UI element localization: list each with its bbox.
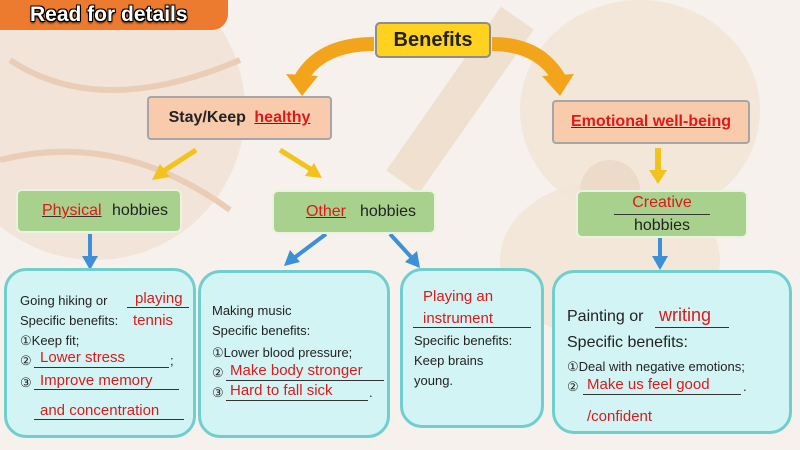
creative-item1: ①Deal with negative emotions; (567, 359, 745, 374)
arrow-to-other (278, 147, 314, 173)
creative-hobbies-card: Painting or writing Specific benefits: ①… (552, 270, 792, 434)
physical-answer-playing: playing (135, 290, 183, 307)
creative-hobbies-answer: Creative (614, 192, 710, 215)
physical-item3-marker: ③ (20, 375, 32, 390)
physical-answer-tennis: tennis (133, 312, 174, 329)
music-item3-end: . (369, 385, 373, 400)
making-music-card: Making music Specific benefits: ①Lower b… (198, 270, 390, 438)
music-item3-answer: Hard to fall sick (230, 382, 333, 399)
emotional-wellbeing-box: Emotional well-being (552, 100, 750, 144)
instrument-line4: young. (414, 373, 454, 388)
stay-keep-answer: healthy (254, 109, 311, 126)
instrument-line2: Specific benefits: (414, 333, 513, 348)
creative-hobbies-suffix: hobbies (633, 216, 691, 234)
playing-instrument-card: Playing an instrument Specific benefits:… (400, 268, 544, 428)
instrument-answer-line2: instrument (423, 310, 494, 327)
physical-item3-answer: Improve memory (40, 372, 153, 389)
physical-line2: Specific benefits: (20, 313, 119, 328)
physical-item2-marker: ② (20, 353, 32, 368)
music-item2-marker: ② (212, 365, 224, 380)
stay-keep-box: Stay/Keep healthy (147, 96, 332, 140)
physical-item2-end: ; (170, 353, 174, 368)
music-line2: Specific benefits: (212, 323, 311, 338)
instrument-answer-line1: Playing an (423, 288, 494, 305)
physical-hobbies-card: Going hiking or playing Specific benefit… (4, 268, 196, 438)
other-hobbies-answer: Other (305, 203, 346, 220)
creative-item2-cont: /confident (587, 408, 653, 425)
arrow-to-card-instrument (388, 232, 414, 260)
physical-hobbies-suffix: hobbies (107, 202, 169, 219)
creative-item2-marker: ② (567, 379, 579, 394)
creative-line1: Painting or (567, 308, 644, 325)
arrow-to-card-music (292, 232, 328, 260)
creative-hobbies-box: Creative hobbies (576, 190, 748, 238)
curved-arrow-right (491, 37, 567, 84)
other-hobbies-box: Other hobbies (272, 190, 436, 234)
benefits-root-box: Benefits (375, 22, 491, 58)
physical-item2-answer: Lower stress (40, 349, 126, 366)
stay-keep-prefix: Stay/Keep (168, 109, 251, 126)
curved-arrow-left-head (286, 74, 318, 96)
music-item2-answer: Make body stronger (230, 362, 363, 379)
benefits-label: Benefits (393, 28, 473, 51)
music-item1: ①Lower blood pressure; (212, 345, 353, 360)
physical-line1: Going hiking or (20, 293, 108, 308)
physical-hobbies-box: Physical hobbies (16, 189, 182, 233)
emotional-wellbeing-answer: Emotional well-being (570, 113, 731, 130)
creative-line2: Specific benefits: (567, 334, 688, 351)
creative-item2-end: . (743, 379, 747, 394)
physical-hobbies-answer: Physical (41, 202, 102, 219)
arrow-to-physical (160, 147, 198, 175)
creative-item2-answer: Make us feel good (587, 376, 710, 393)
other-hobbies-suffix: hobbies (359, 203, 417, 220)
music-line1: Making music (212, 303, 292, 318)
curved-arrow-right-head (542, 74, 574, 96)
physical-item1: ①Keep fit; (20, 333, 80, 348)
section-header-tab: Read for details (0, 0, 228, 30)
section-header-title: Read for details (30, 3, 188, 26)
instrument-line3: Keep brains (414, 353, 484, 368)
curved-arrow-left (293, 37, 375, 84)
physical-item3-cont: and concentration (40, 402, 160, 419)
creative-answer-writing: writing (659, 305, 712, 325)
music-item3-marker: ③ (212, 385, 224, 400)
